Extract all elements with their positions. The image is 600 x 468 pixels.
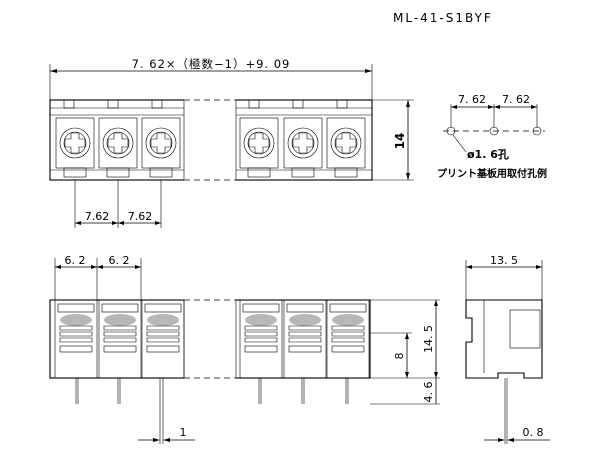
screw-cell-4 — [239, 117, 279, 178]
model-number: ML-41-S1BYF — [393, 11, 493, 25]
pcb-pitch-label-1: 7. 62 — [458, 93, 486, 106]
front-cell-6 — [326, 299, 370, 404]
top-view: 7. 62×（極数−1）+9. 09 — [49, 57, 414, 228]
depth-label: 13. 5 — [490, 254, 518, 267]
cell-width-label-2: 6. 2 — [109, 254, 130, 267]
pcb-hole-1 — [446, 126, 456, 136]
pin-thickness-label: 0. 8 — [523, 426, 544, 439]
pcb-pitch-label-2: 7. 62 — [502, 93, 530, 106]
pin-width-label: 1 — [180, 426, 187, 439]
pcb-hole-2 — [489, 126, 499, 136]
front-cell-1 — [54, 299, 98, 404]
cell-width-label-1: 6. 2 — [65, 254, 86, 267]
pin-length-label: 4. 6 — [422, 382, 435, 403]
front-cell-4 — [239, 299, 283, 404]
screw-cell-1 — [55, 117, 95, 178]
screw-cell-2 — [98, 117, 138, 178]
screw-height-label: 8 — [393, 353, 406, 360]
height-label: 14 — [393, 133, 407, 150]
pcb-caption: プリント基板用取付孔例 — [437, 167, 547, 180]
front-cell-3 — [141, 299, 185, 444]
side-view: 13. 5 0. 8 — [465, 254, 550, 444]
pitch-label-1: 7.62 — [85, 210, 110, 223]
pcb-hole-layout: 7. 62 7. 62 ø1. 6孔 プリント基板用取付孔例 — [437, 93, 547, 180]
screw-cell-6 — [326, 117, 366, 178]
hole-size-label: ø1. 6孔 — [467, 148, 509, 161]
screw-cell-3 — [141, 117, 181, 178]
front-cell-5 — [283, 299, 327, 404]
body-height-label: 14. 5 — [422, 325, 435, 353]
front-view: 6. 2 6. 2 — [49, 254, 440, 444]
front-cell-2 — [98, 299, 142, 404]
pcb-hole-3 — [532, 126, 542, 136]
screw-cell-5 — [283, 117, 323, 178]
overall-width-label: 7. 62×（極数−1）+9. 09 — [132, 57, 291, 71]
pitch-label-2: 7.62 — [128, 210, 153, 223]
